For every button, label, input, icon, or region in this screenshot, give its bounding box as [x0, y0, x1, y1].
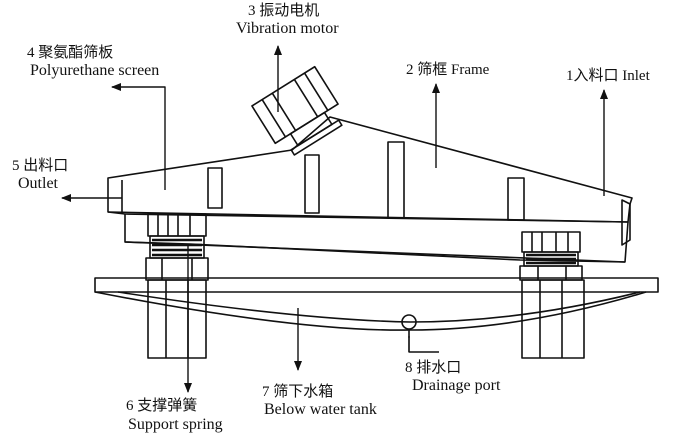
svg-text:Polyurethane screen: Polyurethane screen — [30, 62, 159, 79]
svg-text:Below water tank: Below water tank — [264, 401, 377, 418]
water-tank — [94, 277, 659, 331]
screen-frame — [107, 116, 633, 246]
svg-text:6 支撑弹簧: 6 支撑弹簧 — [126, 396, 197, 414]
svg-text:Outlet: Outlet — [18, 175, 59, 192]
svg-text:3 振动电机: 3 振动电机 — [248, 1, 319, 19]
label-inlet: 1入料口 Inlet — [566, 66, 651, 84]
svg-text:4 聚氨酯筛板: 4 聚氨酯筛板 — [27, 43, 113, 61]
svg-text:Drainage port: Drainage port — [412, 377, 501, 394]
label-screen-frame: 2 筛框 Frame — [406, 60, 490, 78]
svg-text:5 出料口: 5 出料口 — [12, 156, 68, 174]
label-support-spring: 6 支撑弹簧 Support spring — [126, 396, 223, 433]
frame-posts — [207, 141, 525, 221]
label-polyurethane-screen: 4 聚氨酯筛板 Polyurethane screen — [27, 43, 159, 79]
label-below-water-tank: 7 筛下水箱 Below water tank — [262, 382, 377, 418]
svg-text:7 筛下水箱: 7 筛下水箱 — [262, 382, 333, 400]
label-outlet: 5 出料口 Outlet — [12, 156, 68, 192]
svg-text:Support spring: Support spring — [128, 416, 223, 433]
right-support-spring — [519, 231, 583, 281]
svg-text:Vibration motor: Vibration motor — [236, 20, 339, 37]
drainage-port — [401, 314, 417, 338]
left-support-spring — [145, 213, 209, 281]
svg-text:2 筛框 Frame: 2 筛框 Frame — [406, 60, 490, 78]
leader-arrows — [61, 45, 608, 393]
label-drainage-port: 8 排水口 Drainage port — [405, 358, 501, 394]
svg-text:1入料口 Inlet: 1入料口 Inlet — [566, 66, 651, 84]
vibration-motor — [251, 65, 343, 156]
label-vibration-motor: 3 振动电机 Vibration motor — [236, 1, 339, 37]
svg-text:8 排水口: 8 排水口 — [405, 358, 461, 376]
